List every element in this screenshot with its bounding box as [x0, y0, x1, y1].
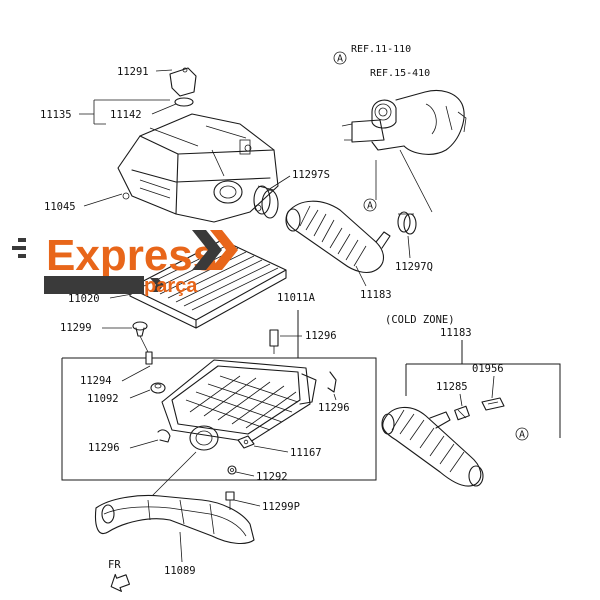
lead-11292 [235, 471, 255, 477]
grommet-11299 [132, 321, 148, 337]
label-11135: 11135 [40, 109, 72, 121]
label-11285: 11285 [436, 381, 468, 393]
lead-11299p [233, 499, 261, 507]
clamp-11285 [454, 405, 470, 421]
label-11296-c: 11296 [88, 442, 120, 454]
label-11296-a: 11296 [305, 330, 337, 342]
lead-11020 [109, 293, 133, 299]
intake-hose-top [285, 200, 391, 273]
lead-duct-link [149, 451, 197, 499]
svg-text:A: A [519, 430, 525, 441]
bracket-11167 [237, 435, 255, 449]
lead-11285 [459, 393, 463, 407]
label-11045: 11045 [44, 201, 76, 213]
bracket-11135 [79, 99, 170, 125]
lead-11089 [179, 531, 183, 563]
label-11297s: 11297S [292, 169, 330, 181]
label-11092: 11092 [87, 393, 119, 405]
ref-11-110: REF.11-110 [351, 44, 411, 55]
turbocharger-illustration [341, 89, 467, 155]
air-cleaner-lower-case [161, 359, 317, 451]
label-11297q: 11297Q [395, 261, 433, 273]
lead-11297s [267, 175, 291, 191]
svg-text:Express: Express [46, 231, 217, 280]
label-11183-cold: 11183 [440, 327, 472, 339]
sensor-01956 [481, 397, 505, 411]
lead-11045 [83, 193, 123, 207]
label-11020: 11020 [68, 293, 100, 305]
clip-11296-c [157, 429, 171, 443]
label-11292: 11292 [256, 471, 288, 483]
svg-text:A: A [337, 54, 343, 65]
lead-11142 [151, 103, 177, 115]
label-11291: 11291 [117, 66, 149, 78]
express-parca-logo: Express parça [12, 230, 238, 297]
clip-11296-a [269, 329, 279, 354]
label-11296-b: 11296 [318, 402, 350, 414]
lead-turbo [399, 149, 433, 213]
air-flow-sensor [169, 67, 197, 107]
label-11299p: 11299P [262, 501, 300, 513]
svg-text:parça: parça [144, 275, 198, 297]
hose-clamp-11297s [253, 185, 279, 219]
label-11299: 11299 [60, 322, 92, 334]
ref-15-410: REF.15-410 [370, 68, 430, 79]
svg-text:FR: FR [108, 559, 121, 571]
lead-11294 [121, 365, 151, 382]
clip-11296-b [327, 371, 337, 393]
grommet-11092 [150, 382, 166, 394]
hose-clamp-11297q [397, 211, 417, 235]
lead-11296-c [129, 439, 159, 449]
ref-marker-a-top: A [333, 51, 347, 65]
hose-11183-cold [381, 406, 484, 487]
svg-text:A: A [367, 201, 373, 212]
label-11089: 11089 [164, 565, 196, 577]
pipe-11294 [145, 351, 153, 365]
air-cleaner-upper-case [117, 113, 279, 223]
lead-11092 [129, 389, 151, 399]
air-intake-duct [94, 495, 255, 545]
ref-marker-a-cold: A [515, 427, 529, 441]
ref-marker-a-hose: A [363, 198, 377, 212]
lead-11183-top [355, 265, 367, 287]
lead-11296-b [333, 393, 337, 401]
label-11142: 11142 [110, 109, 142, 121]
label-11167: 11167 [290, 447, 322, 459]
lead-11167 [253, 445, 289, 453]
bolt-11292 [227, 465, 237, 475]
label-11183-top: 11183 [360, 289, 392, 301]
box-11011a [61, 310, 377, 481]
lead-01956 [491, 375, 495, 399]
lead-11291 [155, 69, 173, 72]
front-direction-arrow: FR [108, 559, 130, 592]
box-cold-zone [405, 340, 561, 438]
label-11011a: 11011A [277, 292, 316, 304]
label-01956: 01956 [472, 363, 504, 375]
label-11294: 11294 [80, 375, 112, 387]
label-cold-zone: (COLD ZONE) [385, 314, 455, 326]
lead-11297q [407, 235, 411, 259]
